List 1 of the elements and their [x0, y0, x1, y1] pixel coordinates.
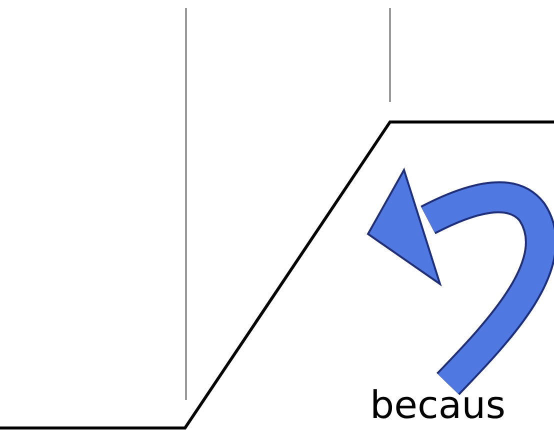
caption-text: becaus [370, 386, 506, 424]
